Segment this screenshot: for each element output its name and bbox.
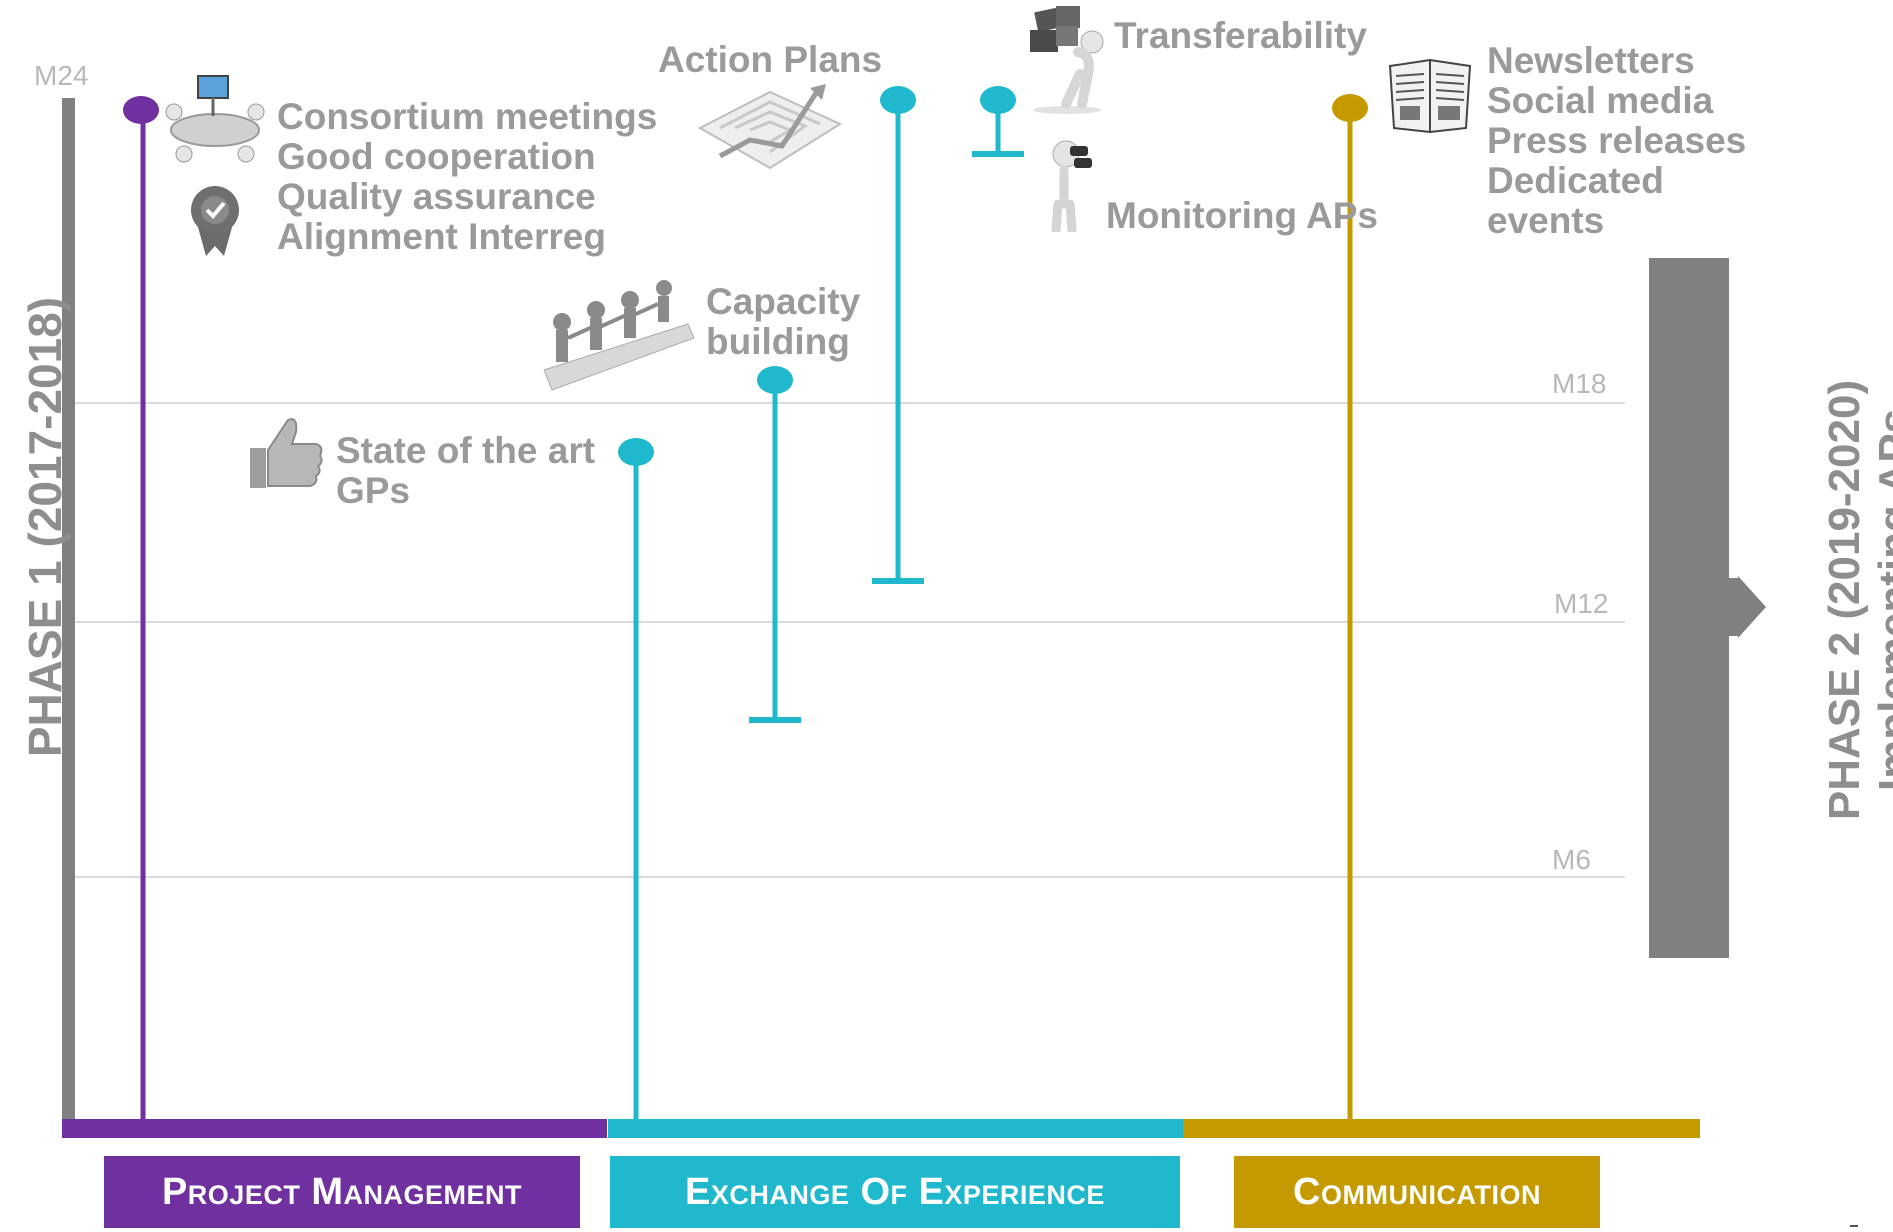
binoculars-figure-icon [1051, 140, 1092, 232]
pm-label-2: Good cooperation [277, 136, 596, 177]
category-communication: Communication [1234, 1156, 1600, 1228]
monitoring-label: Monitoring APs [1106, 195, 1378, 236]
puzzle-people-icon [543, 280, 695, 391]
phase1-label: PHASE 1 (2017-2018) [19, 296, 71, 758]
phase2-label: PHASE 2 (2019-2020) Implementing APs [1820, 350, 1893, 850]
bar-exchange-of-experience [608, 1119, 1184, 1138]
comm-label-5: events [1487, 200, 1605, 241]
pm-label-1: Consortium meetings [277, 96, 658, 137]
comm-label-1: Newsletters [1487, 40, 1695, 81]
state-of-art-label-2: GPs [336, 470, 411, 511]
action-plans-label: Action Plans [658, 39, 883, 80]
timeline-axis [62, 98, 75, 1135]
capacity-label-2: building [706, 321, 850, 362]
comm-label-2: Social media [1487, 80, 1714, 121]
capacity-label-1: Capacity [706, 281, 861, 322]
bar-project-management [62, 1119, 607, 1138]
category-project-management: Project Management [104, 1156, 580, 1228]
comm-label-4: Dedicated [1487, 160, 1664, 201]
gridline-label-m6: M6 [1552, 844, 1591, 875]
bar-communication [1183, 1119, 1700, 1138]
category-exchange-of-experience: Exchange Of Experience [610, 1156, 1180, 1228]
thumbs-up-icon [250, 418, 323, 488]
maze-arrow-icon [697, 84, 843, 170]
marker-communication [1332, 94, 1368, 122]
marker-state-of-art [618, 438, 654, 466]
phase2-arrow-head [1729, 576, 1766, 638]
state-of-art-label-1: State of the art [336, 430, 596, 471]
gridline-label-m24: M24 [34, 60, 89, 91]
pm-label-3: Quality assurance [277, 176, 596, 217]
phase2-bar [1649, 258, 1729, 958]
gridline-label-m12: M12 [1554, 588, 1609, 619]
newspaper-reader-icon [1388, 58, 1472, 134]
transferability-label: Transferability [1114, 15, 1367, 56]
phase2-subtitle: Implementing APs [1870, 408, 1893, 792]
phase2-title: PHASE 2 (2019-2020) [1820, 379, 1869, 821]
gridline-label-m18: M18 [1552, 368, 1607, 399]
marker-capacity-building [757, 366, 793, 394]
marker-transferability [980, 86, 1016, 114]
marker-project-management [123, 96, 159, 124]
pm-label-4: Alignment Interreg [277, 216, 606, 257]
carrying-boxes-icon [1030, 6, 1104, 114]
marker-action-plans [880, 86, 916, 114]
meeting-table-icon [165, 75, 265, 163]
quality-badge-icon [191, 186, 239, 256]
comm-label-3: Press releases [1487, 120, 1747, 161]
